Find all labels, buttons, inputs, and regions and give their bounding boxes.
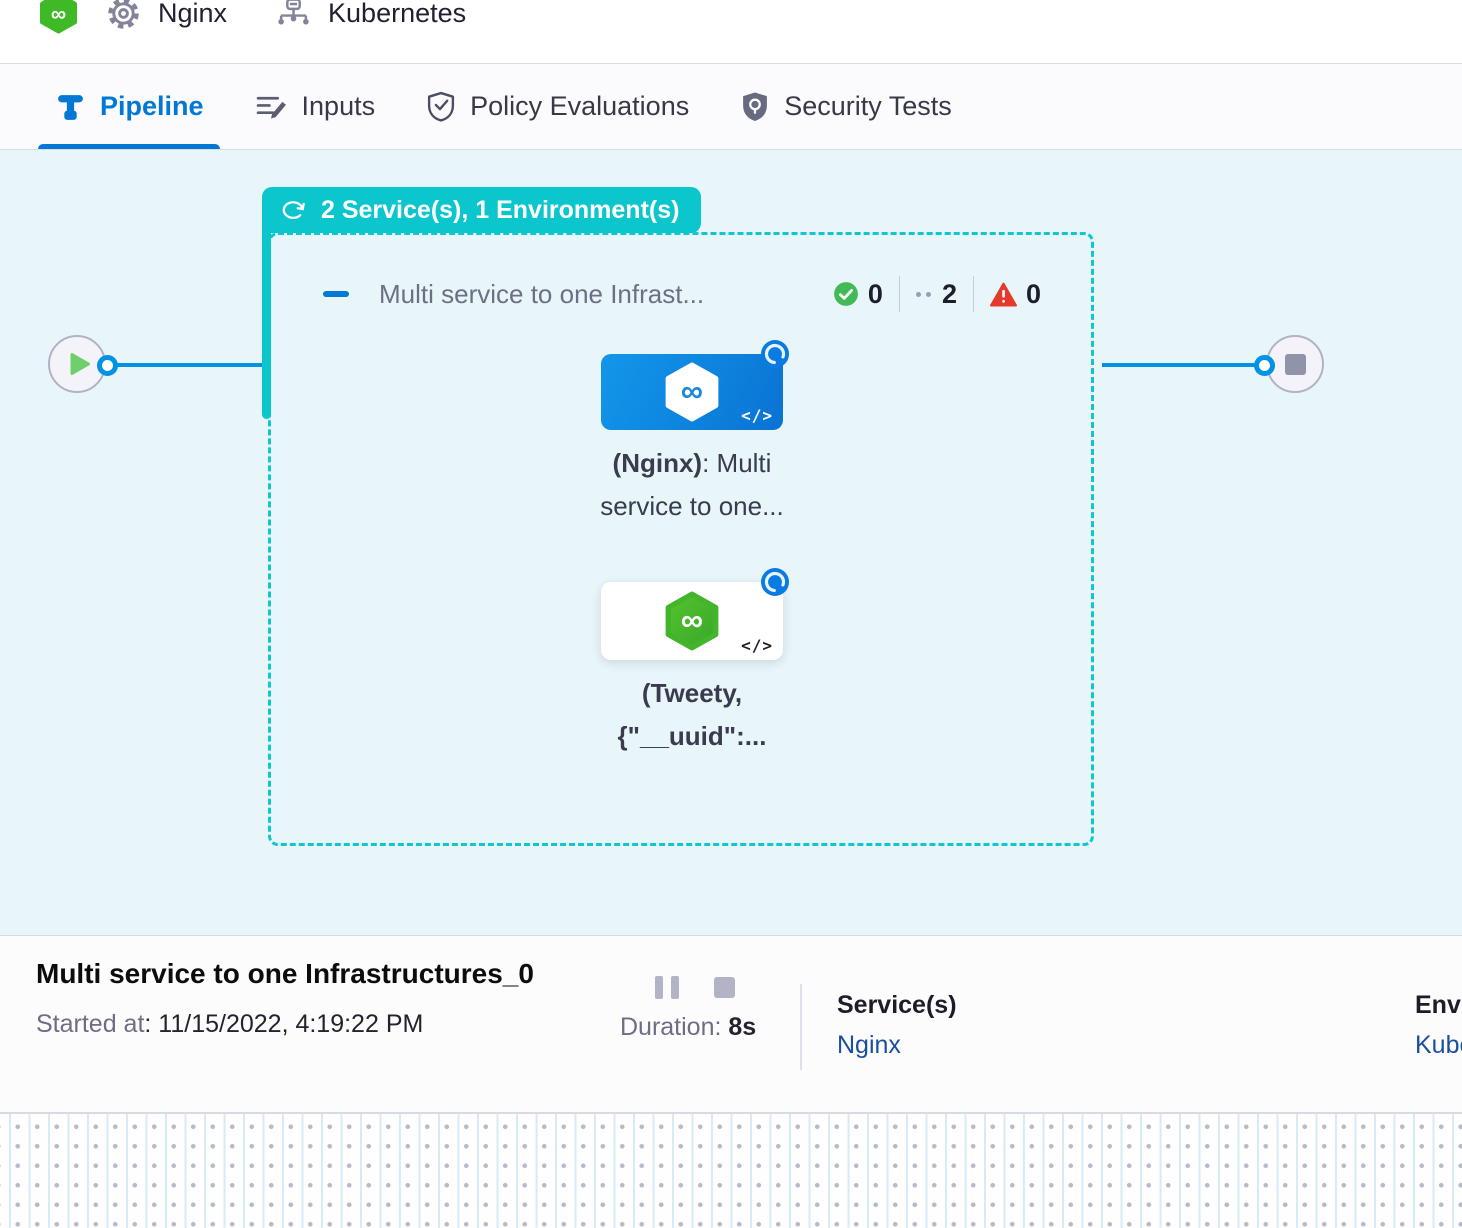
duration: Duration: 8s	[620, 1013, 757, 1041]
success-check-icon	[833, 281, 859, 307]
node-label-nginx: (Nginx): Multi service to one...	[600, 448, 784, 521]
harness-hexagon-icon: ∞	[664, 362, 720, 422]
pipeline-end-node[interactable]	[1266, 335, 1324, 393]
loop-icon	[280, 199, 307, 222]
services-summary: Service(s) Nginx	[837, 991, 957, 1060]
stage-group-container[interactable]: Multi service to one Infrast... 0 2	[268, 232, 1094, 846]
execution-summary-bar: Multi service to one Infrastructures_0 S…	[0, 935, 1462, 1112]
play-icon	[69, 352, 91, 376]
collapse-stage-button[interactable]	[323, 291, 349, 297]
pipeline-start-node[interactable]	[48, 335, 106, 393]
running-spinner-icon	[760, 339, 790, 369]
breadcrumb-service-name[interactable]: Nginx	[158, 0, 228, 28]
breadcrumb-environment-name[interactable]: Kubernetes	[328, 0, 467, 28]
tab-label: Policy Evaluations	[470, 91, 690, 121]
services-label: Service(s)	[837, 991, 957, 1019]
service-link-nginx[interactable]: Nginx	[837, 1031, 901, 1059]
svg-text:∞: ∞	[681, 602, 703, 637]
stage-badge-label: 2 Service(s), 1 Environment(s)	[321, 195, 680, 224]
execution-title: Multi service to one Infrastructures_0	[36, 958, 534, 989]
success-count: 0	[867, 278, 883, 309]
divider	[800, 984, 802, 1070]
svg-text:∞: ∞	[51, 1, 66, 26]
pipeline-canvas[interactable]: 2 Service(s), 1 Environment(s) Multi ser…	[0, 150, 1462, 935]
execution-tabbar: Pipeline Inputs	[0, 64, 1462, 150]
pause-execution-button[interactable]	[655, 976, 679, 999]
matrix-stage-badge[interactable]: 2 Service(s), 1 Environment(s)	[262, 187, 702, 233]
environments-label: Envi	[1415, 991, 1462, 1019]
edge-stage-to-end	[1102, 363, 1260, 367]
connector-dot-end[interactable]	[1254, 355, 1275, 376]
tab-label: Inputs	[301, 91, 376, 121]
harness-hexagon-icon: ∞	[664, 591, 720, 651]
stage-header: Multi service to one Infrast... 0 2	[323, 275, 1041, 313]
infrastructure-icon	[277, 0, 310, 29]
tab-inputs[interactable]: Inputs	[256, 64, 376, 149]
divider	[898, 276, 900, 312]
stop-icon	[1284, 353, 1306, 375]
tab-policy-evaluations[interactable]: Policy Evaluations	[427, 64, 689, 149]
shield-check-icon	[427, 91, 455, 122]
failed-count: 0	[1025, 278, 1041, 309]
pipeline-icon	[56, 91, 85, 122]
stage-node-tweety[interactable]: ∞ </>	[601, 582, 783, 660]
tab-label: Pipeline	[100, 91, 204, 121]
stop-execution-button[interactable]	[714, 977, 735, 998]
environments-summary: Envi Kube	[1415, 991, 1462, 1060]
code-icon: </>	[741, 636, 773, 655]
warning-triangle-icon	[989, 282, 1017, 307]
divider	[972, 276, 974, 312]
tab-security-tests[interactable]: Security Tests	[741, 64, 952, 149]
running-dots-icon	[915, 291, 931, 297]
stage-node-nginx[interactable]: ∞ </>	[601, 354, 783, 430]
tab-pipeline[interactable]: Pipeline	[38, 64, 220, 149]
connector-dot-start[interactable]	[97, 355, 118, 376]
svg-text:∞: ∞	[681, 373, 703, 408]
breadcrumb-header: ∞ Nginx	[0, 0, 1462, 64]
stage-status-counts: 0 2 0	[833, 276, 1041, 312]
matrix-stage-accent-strip	[262, 232, 271, 419]
shield-scan-icon	[741, 91, 769, 122]
running-spinner-icon	[760, 567, 790, 597]
environment-link-kubernetes[interactable]: Kube	[1415, 1031, 1462, 1059]
canvas-dot-grid	[0, 1112, 1462, 1228]
inputs-edit-icon	[256, 92, 287, 121]
running-count: 2	[941, 278, 957, 309]
code-icon: </>	[741, 406, 773, 425]
harness-service-logo-icon: ∞	[40, 0, 77, 34]
gear-icon[interactable]	[107, 0, 140, 30]
breadcrumb: ∞ Nginx	[0, 0, 1462, 41]
started-at: Started at: 11/15/2022, 4:19:22 PM	[36, 1010, 424, 1038]
tab-label: Security Tests	[784, 91, 952, 121]
edge-start-to-stage	[108, 363, 268, 367]
stage-title: Multi service to one Infrast...	[379, 278, 705, 309]
node-label-tweety: (Tweety, {"__uuid":...	[617, 678, 767, 751]
